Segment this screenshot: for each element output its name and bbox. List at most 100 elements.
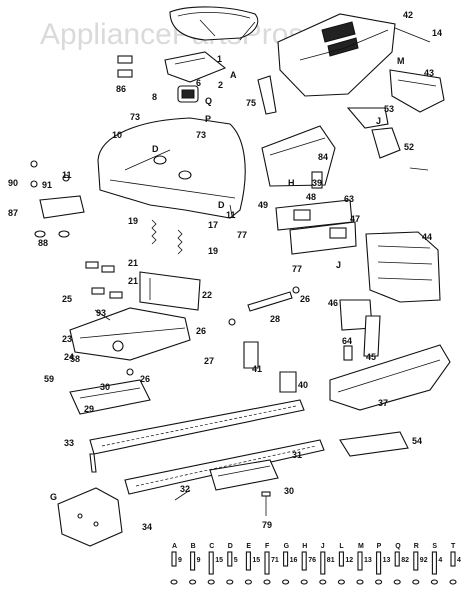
hardware-number: 92 (420, 557, 428, 564)
hardware-letter: A (172, 543, 177, 550)
callout-label: J (376, 116, 381, 126)
hardware-letter: S (432, 543, 437, 550)
callout-label: 22 (202, 290, 212, 300)
hardware-number: 15 (252, 557, 260, 564)
seat (169, 6, 259, 41)
grille-bracket (389, 69, 445, 113)
callout-label: J (336, 260, 341, 270)
support-brackets (346, 107, 429, 171)
frame-rails (89, 399, 325, 495)
hardware-item: E15 (244, 543, 260, 585)
callout-label: 10 (112, 130, 122, 140)
callout-label: 23 (62, 334, 72, 344)
washer-icon (263, 579, 271, 585)
fastener-icon (190, 551, 196, 571)
washer-icon (189, 579, 197, 585)
hardware-number: 9 (197, 557, 201, 564)
hardware-letter: H (302, 543, 307, 550)
washer-icon (375, 579, 383, 585)
callout-label: 75 (246, 98, 256, 108)
callout-label: 79 (262, 520, 272, 530)
fastener-icon (338, 551, 344, 567)
callout-label: 21 (128, 276, 138, 286)
washer-icon (449, 579, 457, 585)
callout-label: 2 (218, 80, 223, 90)
washer-icon (393, 579, 401, 585)
callout-label: P (205, 114, 211, 124)
footrests (69, 379, 279, 491)
callout-label: 14 (432, 28, 442, 38)
hardware-item: F71 (263, 543, 279, 585)
callout-label: 27 (204, 356, 214, 366)
washer-icon (282, 579, 290, 585)
callout-label: 30 (100, 382, 110, 392)
springs (151, 219, 183, 255)
callout-label: 46 (328, 298, 338, 308)
hardware-item: J81 (319, 543, 335, 585)
washer-icon (430, 579, 438, 585)
hardware-number: 76 (308, 557, 316, 564)
hardware-letter: J (321, 543, 325, 550)
fastener-icon (376, 551, 382, 575)
callout-label: A (230, 70, 237, 80)
hardware-letter: M (358, 543, 364, 550)
callout-label: 31 (292, 450, 302, 460)
callout-label: 88 (38, 238, 48, 248)
callout-label: 43 (424, 68, 434, 78)
callout-label: 58 (70, 354, 80, 364)
fastener-icon (450, 551, 456, 567)
callout-label: 48 (306, 192, 316, 202)
callout-label: 64 (342, 336, 352, 346)
hardware-item: H76 (300, 543, 316, 585)
callout-label: H (288, 178, 295, 188)
hardware-number: 13 (364, 557, 372, 564)
callout-label: 28 (270, 314, 280, 324)
battery-pads (85, 261, 123, 299)
hardware-item: S4 (430, 543, 442, 585)
callout-label: 1 (217, 54, 222, 64)
hardware-item: T4 (449, 543, 461, 585)
washer-icon (356, 579, 364, 585)
fastener-icon (301, 551, 307, 571)
fastener-icon (320, 551, 326, 575)
callout-label: 63 (344, 194, 354, 204)
hardware-item: R92 (412, 543, 428, 585)
callout-label: 59 (44, 374, 54, 384)
callout-label: 73 (196, 130, 206, 140)
callouts: 42 14 86 A 1 2 6 8 Q P 75 43 M 53 52 J 7… (8, 10, 442, 532)
washer-icon (300, 579, 308, 585)
fastener-icon (357, 551, 363, 571)
hardware-number: 71 (271, 557, 279, 564)
callout-label: 49 (258, 200, 268, 210)
callout-label: 73 (130, 112, 140, 122)
callout-label: 8 (152, 92, 157, 102)
callout-label: 42 (403, 10, 413, 20)
hardware-number: 82 (401, 557, 409, 564)
hardware-letter: B (191, 543, 196, 550)
callout-label: 44 (422, 232, 432, 242)
fender (97, 117, 246, 219)
callout-label: 26 (196, 326, 206, 336)
washer-icon (207, 579, 215, 585)
hood (277, 13, 431, 97)
rod (247, 291, 293, 312)
hardware-item: M13 (356, 543, 372, 585)
front-axle (57, 487, 123, 547)
fastener-icon (227, 551, 233, 567)
washer-icon (170, 579, 178, 585)
callout-label: 25 (62, 294, 72, 304)
callout-label: 34 (142, 522, 152, 532)
dash-panel (261, 125, 336, 189)
callout-label: 93 (96, 308, 106, 318)
callout-label: 19 (128, 216, 138, 226)
hardware-number: 13 (383, 557, 391, 564)
callout-label: 11 (62, 170, 72, 180)
bolt (261, 491, 271, 516)
callout-label: 21 (128, 258, 138, 268)
fastener-icon (394, 551, 400, 567)
callout-label: 54 (412, 436, 422, 446)
hardware-letter: C (209, 543, 214, 550)
hardware-number: 9 (178, 557, 182, 564)
callout-label: 45 (366, 352, 376, 362)
seat-pan (164, 51, 227, 103)
